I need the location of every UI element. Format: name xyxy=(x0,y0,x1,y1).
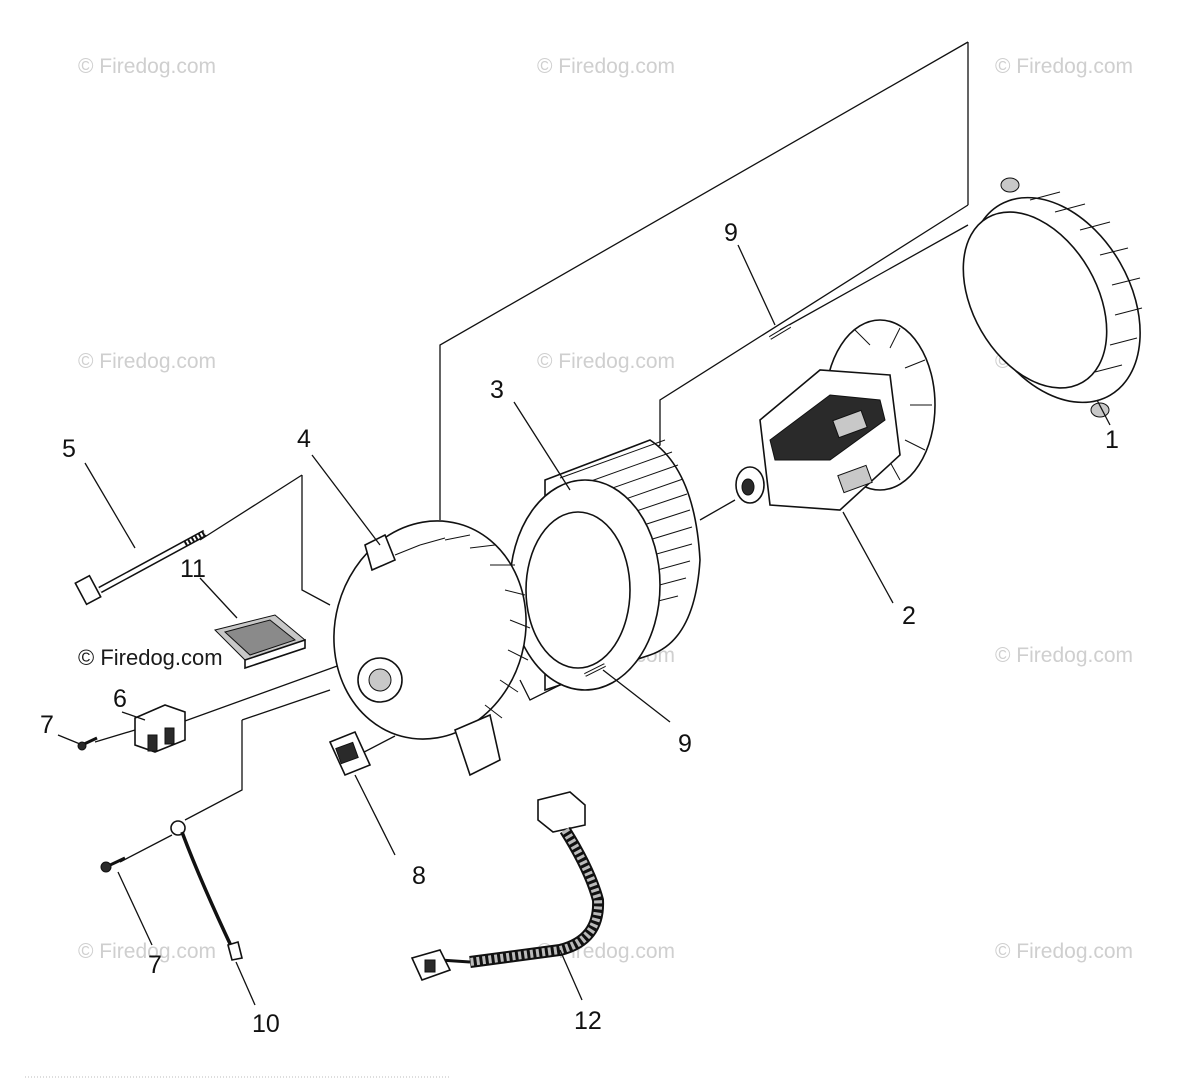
watermark-dark: © Firedog.com xyxy=(78,645,223,670)
rectifier xyxy=(328,730,372,777)
rotor xyxy=(735,319,936,511)
callout-4: 4 xyxy=(297,425,311,453)
callout-12: 12 xyxy=(574,1007,602,1035)
callout-7: 7 xyxy=(40,711,54,739)
through-bolt xyxy=(74,529,207,606)
front-adapter xyxy=(333,520,531,777)
control-module xyxy=(214,614,307,670)
watermark: © Firedog.com xyxy=(537,350,675,373)
dowel-pin xyxy=(768,324,792,340)
callout-2: 2 xyxy=(902,602,916,630)
screw xyxy=(77,736,98,751)
callout-7: 7 xyxy=(148,951,162,979)
callout-5: 5 xyxy=(62,435,76,463)
ground-wire xyxy=(170,820,243,961)
watermark: © Firedog.com xyxy=(537,55,675,78)
watermark: © Firedog.com xyxy=(78,55,216,78)
watermark: © Firedog.com xyxy=(995,55,1133,78)
callout-8: 8 xyxy=(412,862,426,890)
watermark: © Firedog.com xyxy=(78,940,216,963)
callout-9: 9 xyxy=(724,219,738,247)
callout-9: 9 xyxy=(678,730,692,758)
watermark: © Firedog.com xyxy=(78,350,216,373)
brush-holder xyxy=(134,704,186,753)
leader-lines xyxy=(57,244,1111,1006)
callout-6: 6 xyxy=(113,685,127,713)
screw xyxy=(100,856,126,873)
dowel-pin xyxy=(584,663,606,677)
watermark: © Firedog.com xyxy=(995,644,1133,667)
wiring-harness xyxy=(410,791,605,982)
rear-bearing-carrier xyxy=(962,177,1143,418)
callout-1: 1 xyxy=(1105,426,1119,454)
watermark: © Firedog.com xyxy=(995,940,1133,963)
callout-10: 10 xyxy=(252,1010,280,1038)
callout-3: 3 xyxy=(490,376,504,404)
callouts: 1 2 3 4 5 6 7 7 8 9 9 10 11 12 xyxy=(40,219,1119,1038)
callout-11: 11 xyxy=(180,555,206,583)
